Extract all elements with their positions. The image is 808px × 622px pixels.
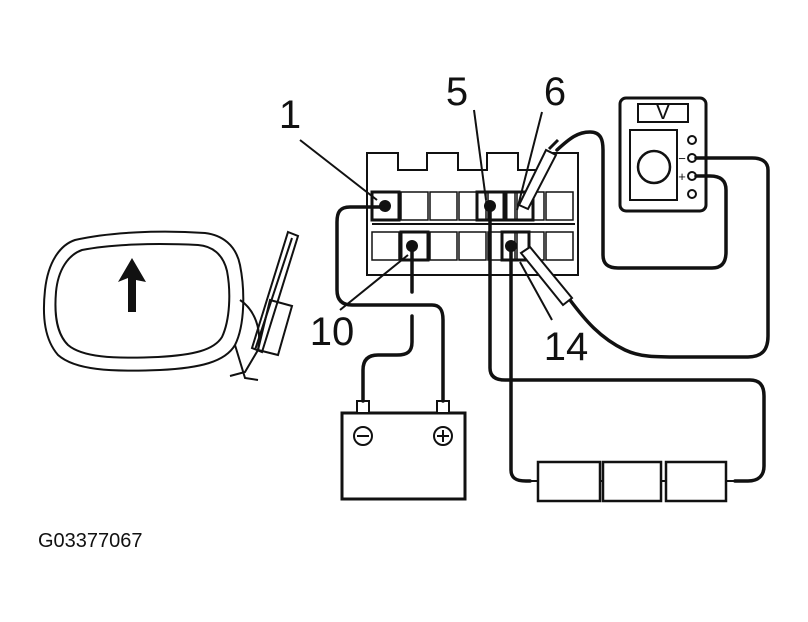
connector — [366, 152, 579, 276]
label-pin-5: 5 — [446, 70, 468, 114]
mirror-icon — [42, 230, 300, 381]
probe-14 — [519, 245, 574, 307]
wire-probe-6 — [555, 130, 728, 270]
label-pin-10: 10 — [310, 310, 355, 354]
wire-terminal-5 — [488, 205, 766, 483]
label-pin-14: 14 — [544, 325, 589, 369]
label-pin-1: 1 — [279, 93, 301, 137]
battery-icon — [340, 400, 467, 501]
figure-code: G03377067 — [38, 530, 143, 552]
connector-row-top — [371, 191, 574, 221]
lamp-icon — [530, 460, 735, 503]
terminal-6 — [504, 190, 535, 222]
up-arrow-icon — [118, 258, 146, 312]
wire-battery-negative — [361, 314, 414, 403]
leader-lines — [299, 109, 553, 321]
wire-terminal-14 — [509, 244, 532, 483]
voltmeter-icon — [618, 96, 708, 213]
meter-plus-sign: + — [678, 169, 686, 184]
meter-display: V — [656, 99, 671, 124]
wire-terminal-1 — [335, 205, 445, 403]
probe-6 — [517, 138, 560, 211]
label-pin-6: 6 — [544, 70, 566, 114]
wire-probe-14 — [568, 156, 770, 359]
meter-minus-sign: − — [678, 151, 686, 166]
wires — [335, 130, 770, 483]
